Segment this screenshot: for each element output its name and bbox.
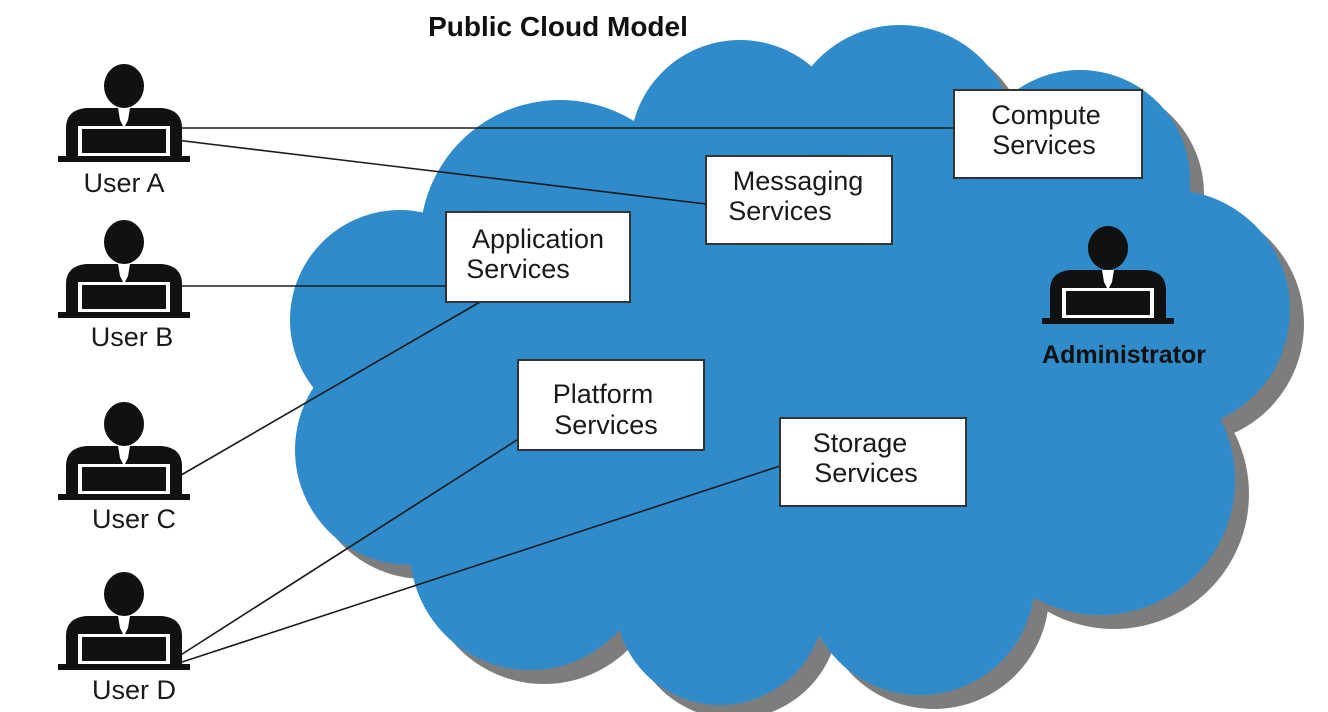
application-services-line2: Services (466, 254, 570, 284)
messaging-services-box: Messaging Services (705, 155, 893, 245)
connection-user-c-application (175, 301, 481, 479)
user-a: User A (58, 64, 190, 198)
person-laptop-icon (58, 402, 190, 500)
connection-user-a-messaging (175, 139, 707, 205)
storage-services-line2: Services (814, 458, 918, 488)
person-laptop-icon (58, 64, 190, 162)
platform-services-line2: Services (554, 410, 658, 440)
person-laptop-icon (58, 220, 190, 318)
user-a-label: User A (83, 168, 164, 198)
compute-services-line1: Compute (991, 100, 1101, 130)
connection-lines (175, 127, 954, 665)
user-c-label: User C (92, 504, 176, 534)
user-d-label: User D (92, 675, 176, 705)
person-laptop-icon (58, 572, 190, 670)
application-services-line1: Application (472, 224, 604, 254)
compute-services-line2: Services (992, 130, 1096, 160)
user-d: User D (58, 572, 190, 705)
compute-services-box: Compute Services (953, 89, 1143, 179)
platform-services-line1: Platform (553, 379, 654, 409)
messaging-services-line1: Messaging (733, 166, 864, 196)
storage-services-line1: Storage (813, 428, 908, 458)
user-c: User C (58, 402, 190, 534)
connection-user-d-storage (175, 465, 781, 665)
connection-user-d-platform (175, 437, 521, 659)
administrator-label: Administrator (1042, 341, 1206, 369)
storage-services-box: Storage Services (779, 417, 967, 507)
user-b-label: User B (91, 322, 174, 352)
user-b: User B (58, 220, 190, 352)
diagram-title: Public Cloud Model (428, 11, 688, 42)
messaging-services-line2: Services (728, 196, 832, 226)
administrator: Administrator (1042, 226, 1206, 369)
platform-services-box: Platform Services (517, 359, 705, 451)
application-services-box: Application Services (445, 211, 631, 303)
